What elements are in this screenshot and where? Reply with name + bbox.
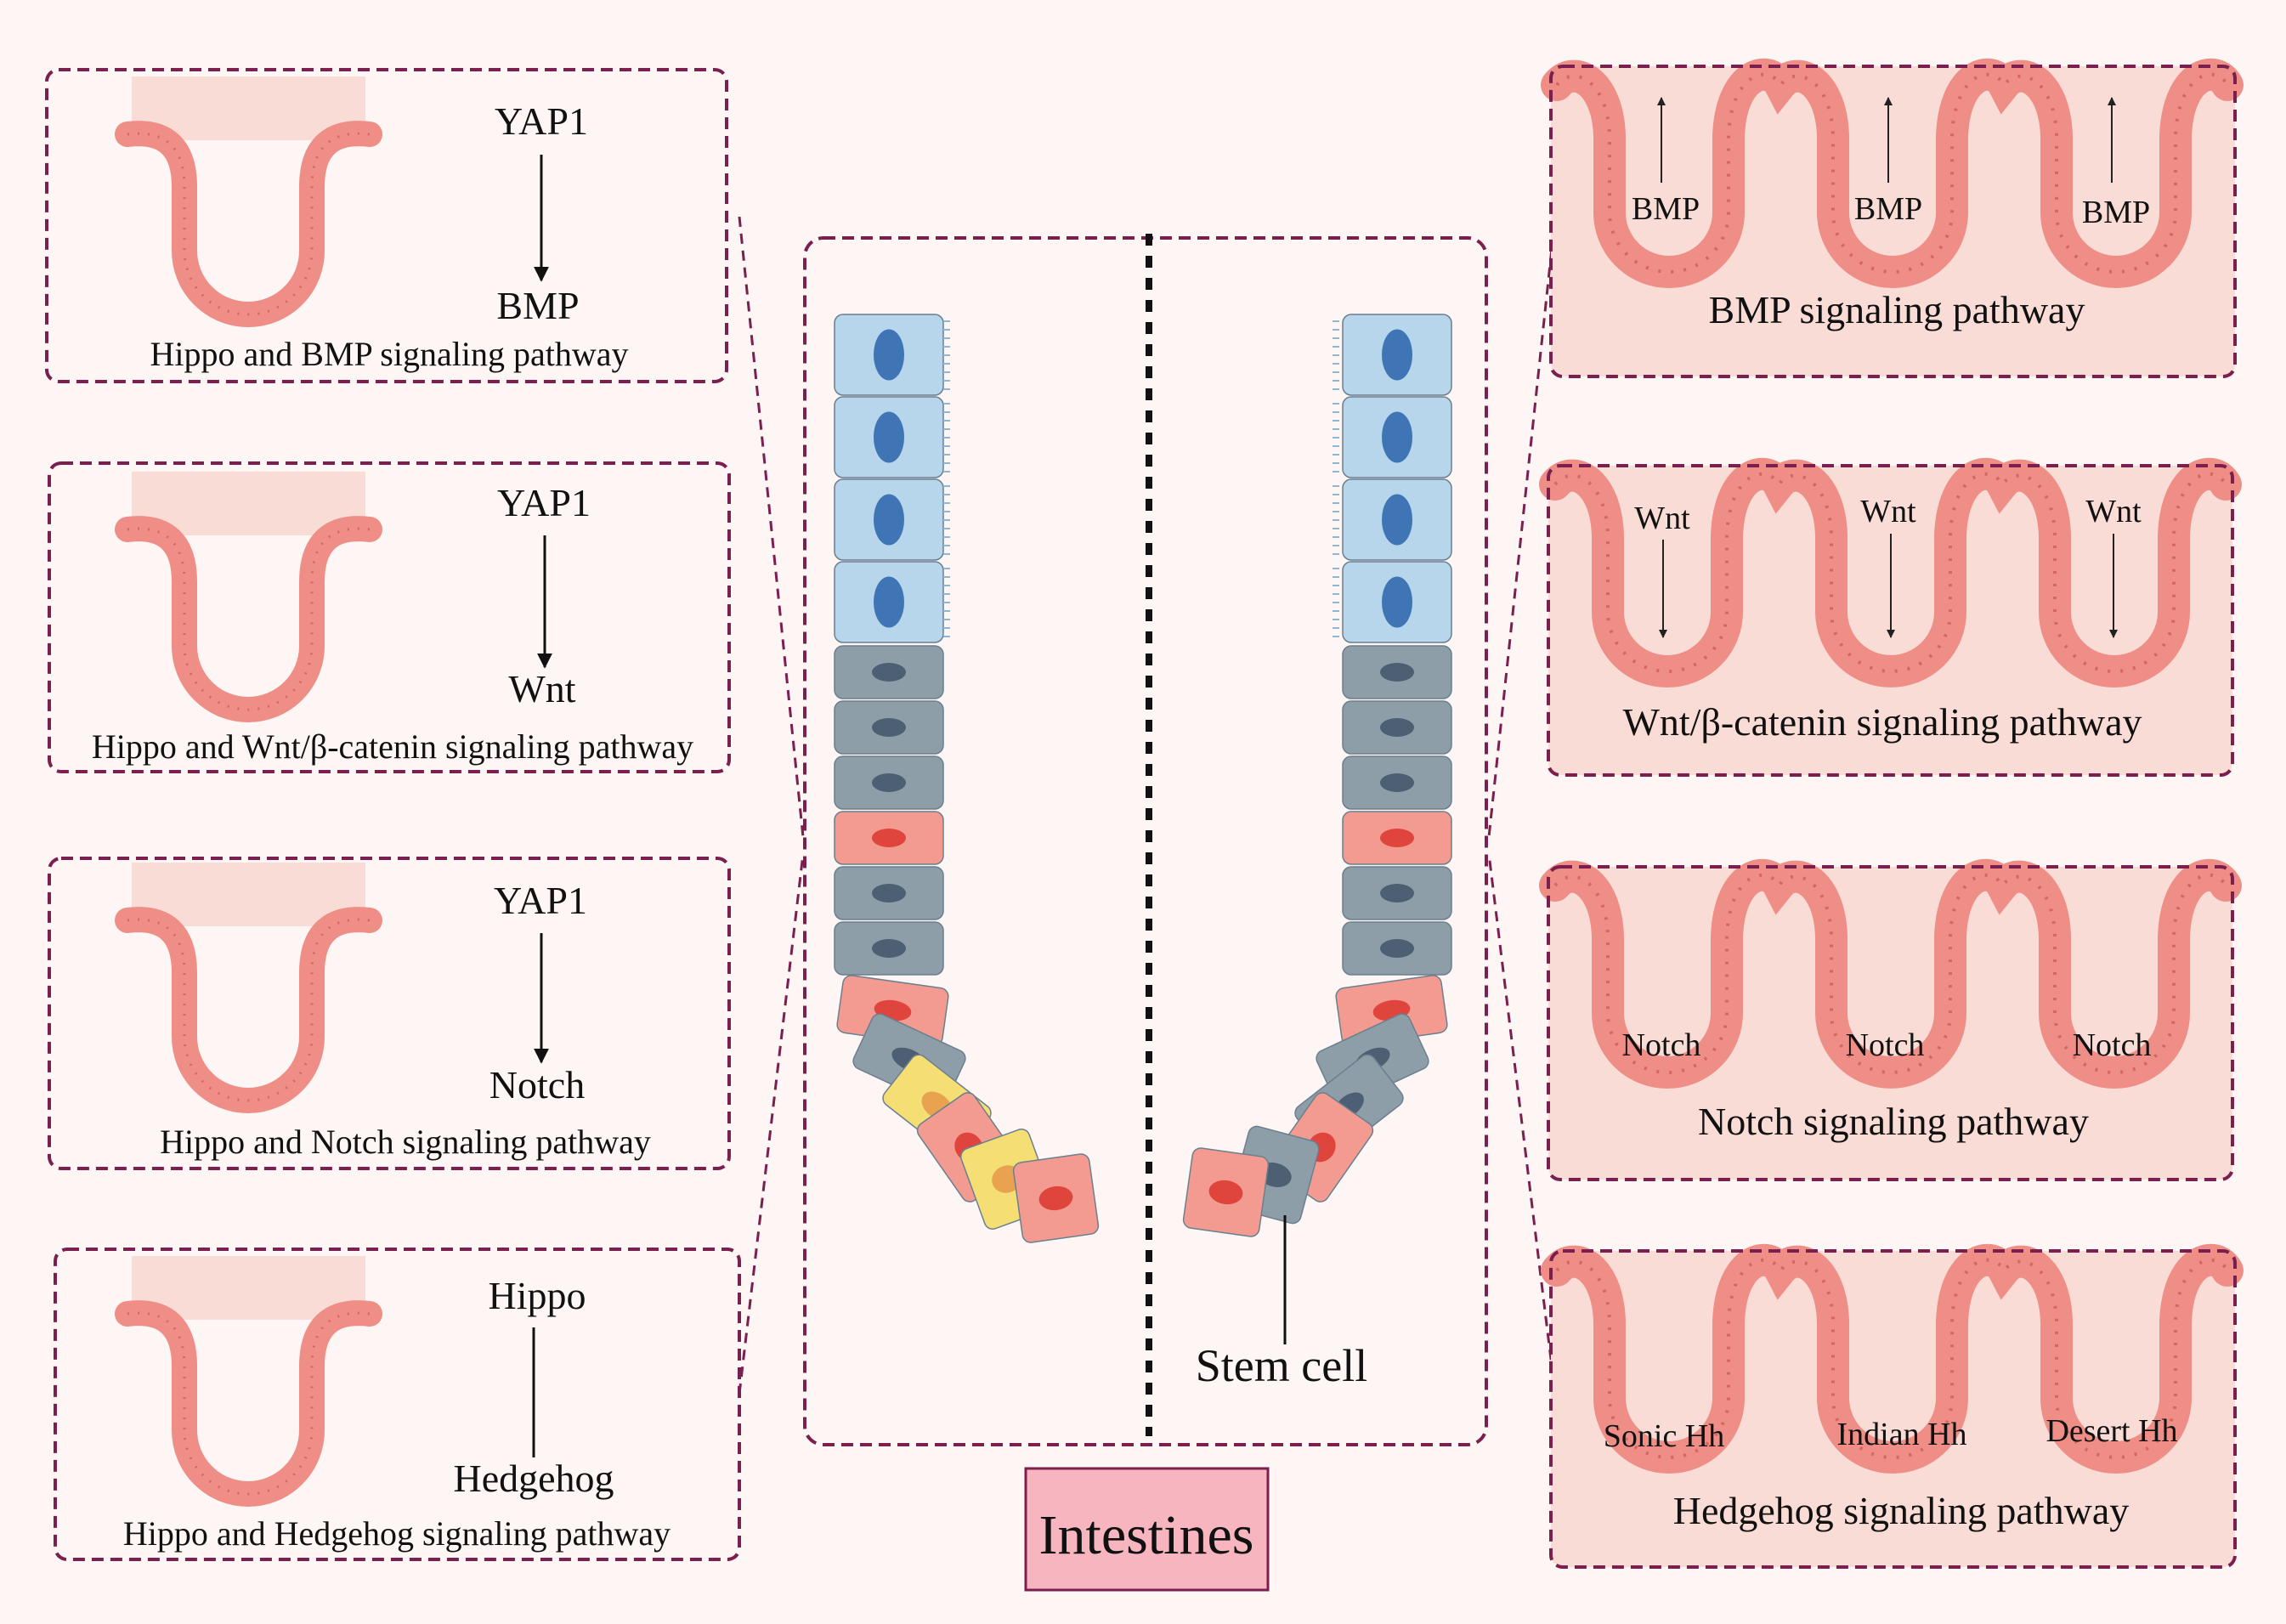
epithelium-nuclei <box>127 527 371 711</box>
crypt-illustration <box>115 1256 382 1507</box>
transit-amplifying-cell <box>1342 755 1452 810</box>
panel-frame <box>1549 1249 2237 1569</box>
panel-caption: Hippo and Wnt/β-catenin signaling pathwa… <box>92 727 693 766</box>
left-panel-1: YAP1 BMP Hippo and BMP signaling pathway <box>45 68 728 383</box>
villus-label-3: BMP <box>2082 195 2150 230</box>
panel-frame <box>45 68 728 383</box>
villi-illustration <box>1539 457 2242 688</box>
transit-amplifying-cell <box>834 700 944 755</box>
stem-cell <box>836 975 949 1046</box>
left-panel-2: YAP1 Wnt Hippo and Wnt/β-catenin signali… <box>48 461 731 773</box>
organ-label-box: Intestines <box>1024 1467 1270 1592</box>
pathway-bottom-label: Wnt <box>508 667 575 710</box>
epithelium-band <box>115 516 382 722</box>
pathway-top-label: YAP1 <box>495 99 588 143</box>
transit-amplifying-cell <box>834 645 944 699</box>
villi-nuclei <box>1555 72 2229 274</box>
stem-cell-label: Stem cell <box>1196 1340 1367 1391</box>
villus-label-1: Wnt <box>1634 501 1690 536</box>
crypt-illustration <box>115 863 382 1113</box>
enterocyte-cell <box>834 561 944 643</box>
epithelium-band <box>115 1300 382 1507</box>
panel-frame <box>1547 464 2234 777</box>
villus-label-1: Notch <box>1622 1027 1701 1063</box>
right-panel-1: BMP BMP BMP BMP signaling pathway <box>1541 58 2244 378</box>
epithelium-nuclei <box>127 918 371 1102</box>
villi-nuclei <box>1553 472 2227 673</box>
villus-label-2: Wnt <box>1860 494 1916 529</box>
transit-amplifying-cell <box>834 755 944 810</box>
enterocyte-cell <box>834 396 944 478</box>
enterocyte-cell <box>1342 396 1452 478</box>
villi-illustration <box>1541 1243 2244 1474</box>
right-panel-4: Sonic Hh Indian Hh Desert Hh Hedgehog si… <box>1541 1243 2244 1569</box>
panel-frame <box>54 1248 741 1561</box>
pathway-top-label: Hippo <box>489 1274 586 1317</box>
epithelium-band <box>115 907 382 1113</box>
villi-nuclei <box>1553 873 2227 1074</box>
pathway-top-label: YAP1 <box>497 481 591 524</box>
crypt-right-column <box>1182 314 1452 1237</box>
villus-label-3: Notch <box>2073 1027 2152 1063</box>
villi-illustration <box>1541 58 2244 288</box>
transit-amplifying-cell <box>834 866 944 920</box>
villus-label-2: Notch <box>1846 1027 1925 1063</box>
panel-caption: Hippo and Notch signaling pathway <box>160 1123 651 1161</box>
transit-amplifying-cell <box>1342 645 1452 699</box>
right-panel-2: Wnt Wnt Wnt Wnt/β-catenin signaling path… <box>1539 457 2242 777</box>
panel-frame <box>1549 65 2237 378</box>
transit-amplifying-cell <box>834 921 944 976</box>
panel-frame <box>1547 865 2234 1181</box>
panel-caption: Notch signaling pathway <box>1698 1100 2089 1143</box>
left-panel-4: Hippo Hedgehog Hippo and Hedgehog signal… <box>54 1248 741 1561</box>
enterocyte-cell <box>1342 561 1452 643</box>
pathway-top-label: YAP1 <box>494 879 587 922</box>
villus-label-2: Indian Hh <box>1836 1417 1966 1452</box>
villus-label-1: BMP <box>1632 191 1700 227</box>
crypt-illustration <box>115 76 382 327</box>
crypt-illustration <box>115 472 382 722</box>
epithelium-nuclei <box>127 1311 371 1496</box>
stem-cell <box>834 811 944 865</box>
pathway-bottom-label: BMP <box>496 284 579 327</box>
enterocyte-cell <box>1342 478 1452 561</box>
organ-label: Intestines <box>1039 1504 1254 1566</box>
transit-amplifying-cell <box>1342 866 1452 920</box>
right-panel-3: Notch Notch Notch Notch signaling pathwa… <box>1539 858 2242 1181</box>
organ-box <box>1024 1467 1270 1592</box>
villus-arrows <box>1657 97 2116 183</box>
panel-frame <box>48 857 731 1170</box>
villus-arrows <box>1659 534 2118 638</box>
transit-amplifying-cell <box>1342 700 1452 755</box>
villi-illustration <box>1539 858 2242 1089</box>
stem-cell <box>1182 1147 1270 1237</box>
villus-label-3: Wnt <box>2085 494 2142 529</box>
stem-cell <box>1342 811 1452 865</box>
panel-caption: Hippo and BMP signaling pathway <box>150 335 629 373</box>
pathway-bottom-label: Hedgehog <box>453 1457 614 1500</box>
pathway-bottom-label: Notch <box>489 1063 585 1106</box>
stem-cell <box>1012 1153 1100 1243</box>
enterocyte-cell <box>834 478 944 561</box>
panel-caption: BMP signaling pathway <box>1709 288 2085 331</box>
connector-lines <box>738 216 1557 1395</box>
villus-label-1: Sonic Hh <box>1604 1418 1725 1454</box>
panel-caption: Wnt/β-catenin signaling pathway <box>1622 700 2142 744</box>
panel-frame <box>48 461 731 773</box>
center-panel: Stem cell <box>803 234 1488 1446</box>
villi-nuclei <box>1555 1258 2229 1459</box>
panel-caption: Hippo and Hedgehog signaling pathway <box>123 1514 671 1553</box>
crypt-left-column <box>834 314 1100 1243</box>
enterocyte-cell <box>1342 314 1452 396</box>
transit-amplifying-cell <box>1342 921 1452 976</box>
epithelium-band <box>115 121 382 327</box>
enterocyte-cell <box>834 314 944 396</box>
panel-caption: Hedgehog signaling pathway <box>1673 1489 2130 1532</box>
villus-label-3: Desert Hh <box>2046 1413 2177 1449</box>
left-panel-3: YAP1 Notch Hippo and Notch signaling pat… <box>48 857 731 1170</box>
villus-label-2: BMP <box>1854 191 1922 227</box>
epithelium-nuclei <box>127 132 371 316</box>
